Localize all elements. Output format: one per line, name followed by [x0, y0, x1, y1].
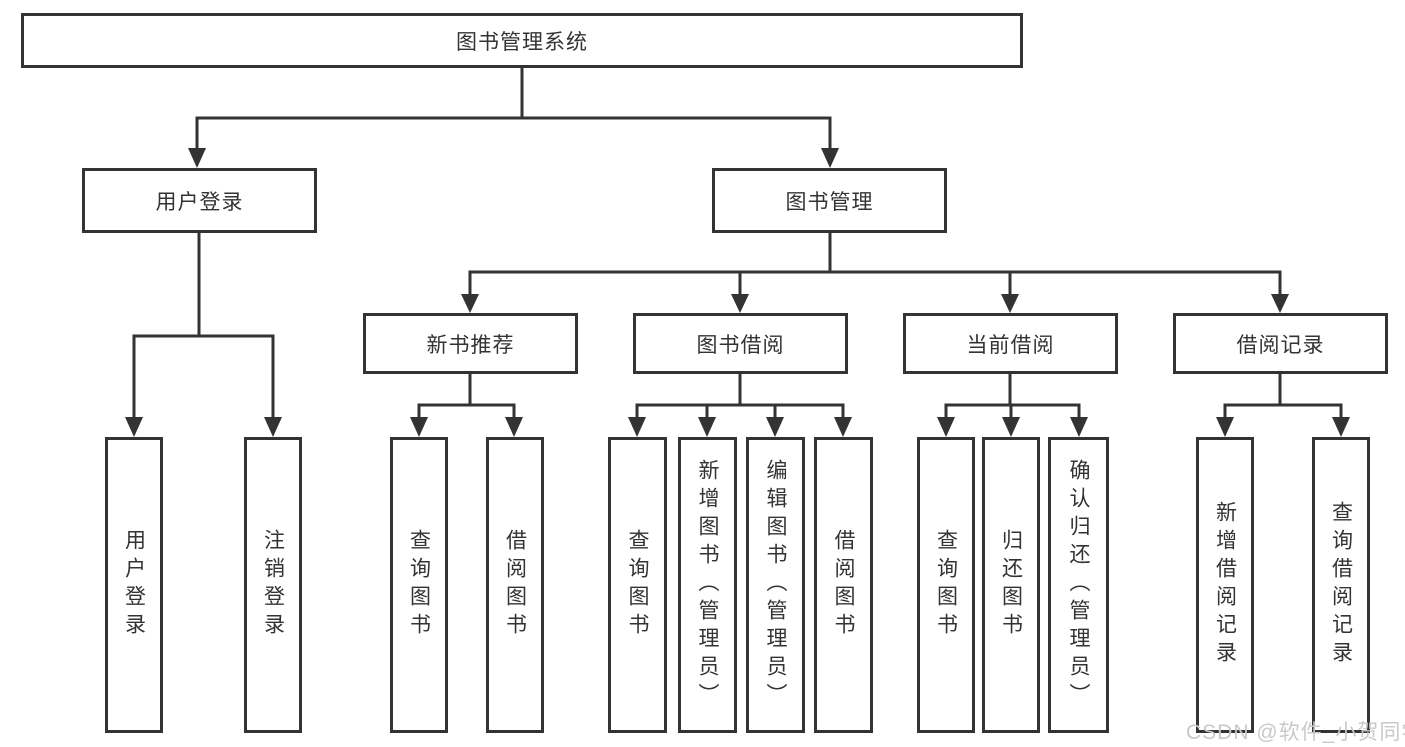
leaf-user-login: 用户登录 [105, 437, 163, 733]
watermark: CSDN @软件_小贺同学 [1186, 721, 1405, 744]
arrowheads-user-login [125, 417, 282, 437]
leaf-label: 新增借阅记录 [1213, 501, 1237, 669]
leaf-current-query-books: 查询图书 [917, 437, 975, 733]
arrowheads-root [188, 148, 839, 168]
leaf-borrow-add-books-admin: 新增图书（管理员） [678, 437, 737, 733]
leaf-label: 查询图书 [934, 529, 958, 641]
node-user-login: 用户登录 [82, 168, 317, 233]
connector-group-user-login [132, 233, 275, 420]
leaf-borrow-query-books: 查询图书 [608, 437, 667, 733]
arrowheads-recommend [410, 417, 523, 437]
node-book-borrowing: 图书借阅 [633, 313, 848, 374]
node-borrowing-records: 借阅记录 [1173, 313, 1388, 374]
leaf-label: 新增图书（管理员） [696, 459, 720, 711]
leaf-borrow-borrow-books: 借阅图书 [814, 437, 873, 733]
node-book-management: 图书管理 [712, 168, 947, 233]
connector-group-current [944, 374, 1081, 420]
leaf-label: 借阅图书 [832, 529, 856, 641]
leaf-label: 借阅图书 [503, 529, 527, 641]
arrowheads-records [1216, 417, 1350, 437]
leaf-label: 用户登录 [122, 529, 146, 641]
leaf-label: 查询图书 [407, 529, 431, 641]
leaf-records-add-record: 新增借阅记录 [1196, 437, 1254, 733]
arrowheads-current [937, 417, 1088, 437]
connector-group-borrow [635, 374, 845, 420]
leaf-label: 归还图书 [999, 529, 1023, 641]
leaf-label: 查询图书 [626, 529, 650, 641]
node-new-book-recommend: 新书推荐 [363, 313, 578, 374]
leaf-label: 编辑图书（管理员） [764, 459, 788, 711]
connector-group-recommend [417, 374, 516, 420]
connector-group-book-management [468, 233, 1282, 296]
leaf-label: 查询借阅记录 [1329, 501, 1353, 669]
arrowheads-level3 [461, 294, 1289, 313]
leaf-recommend-borrow-books: 借阅图书 [486, 437, 544, 733]
leaf-logout: 注销登录 [244, 437, 302, 733]
connector-group-records [1223, 374, 1343, 420]
leaf-current-confirm-return-admin: 确认归还（管理员） [1048, 437, 1109, 733]
connector-group-root [195, 68, 832, 150]
leaf-label: 确认归还（管理员） [1067, 459, 1091, 711]
leaf-recommend-query-books: 查询图书 [390, 437, 448, 733]
leaf-label: 注销登录 [261, 529, 285, 641]
leaf-records-query-record: 查询借阅记录 [1312, 437, 1370, 733]
leaf-borrow-edit-books-admin: 编辑图书（管理员） [746, 437, 805, 733]
arrowheads-borrow [628, 417, 852, 437]
leaf-current-return-books: 归还图书 [982, 437, 1040, 733]
node-current-borrowing: 当前借阅 [903, 313, 1118, 374]
node-root: 图书管理系统 [21, 13, 1023, 68]
